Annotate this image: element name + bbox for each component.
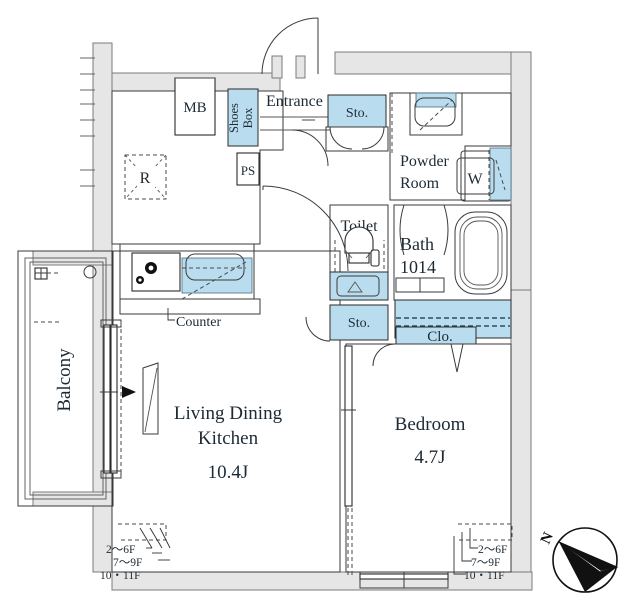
closet-label: Clo. <box>427 329 452 345</box>
closet-door-fold-icon <box>450 343 464 373</box>
washing-machine-icon: W <box>456 147 512 202</box>
toilet-room: Toilet <box>329 204 389 301</box>
bath-label: Bath <box>400 234 434 254</box>
meter-box <box>174 77 216 136</box>
stove-burner-icon <box>136 262 157 284</box>
corridor-hatching <box>80 57 95 187</box>
meter-box-label: MB <box>183 100 206 116</box>
ldk-label-line2: Kitchen <box>198 428 259 449</box>
bath-room: Bath 1014 <box>393 204 512 301</box>
bedroom-label: Bedroom <box>395 414 466 435</box>
sliding-door-arrow-icon <box>122 386 136 398</box>
shoes-box-label-line1: Shoes <box>227 103 241 133</box>
storage-door-swing-right-icon <box>361 126 385 150</box>
floor-variant-left-3: 10・11F <box>100 570 140 582</box>
refrigerator-space: R <box>124 154 167 200</box>
entrance-label: Entrance <box>266 93 323 110</box>
shoes-box-label-line2: Box <box>241 107 255 129</box>
bedroom-window <box>359 571 449 589</box>
pipe-shaft-label: PS <box>241 163 255 178</box>
floor-variant-left-1: 2～6F <box>106 544 135 556</box>
hall-door-swing-icon <box>291 129 329 167</box>
balcony-faucet-icon <box>34 267 48 280</box>
stove-icon <box>131 252 181 292</box>
powder-room: Powder Room W <box>389 92 512 202</box>
refrigerator-label: R <box>140 170 151 187</box>
compass-rose-icon: N <box>538 527 619 593</box>
ldk-label-line1: Living Dining <box>174 403 283 424</box>
bath-door-panel-right-icon <box>443 204 449 256</box>
entrance-hall: MB Shoes Box PS Entrance <box>111 17 349 272</box>
storage-top-label: Sto. <box>346 106 368 121</box>
ldk-area-label: 10.4J <box>208 462 249 483</box>
floor-variant-left-2: 7～9F <box>113 557 142 569</box>
storage-top-box <box>327 94 387 128</box>
counter-label: Counter <box>176 315 221 330</box>
floor-variant-right: 2～6F 7～9F 10・11F <box>453 523 513 582</box>
storage-top: Sto. <box>325 94 389 152</box>
floor-variant-right-3: 10・11F <box>464 570 504 582</box>
balcony-sliding-door[interactable] <box>100 319 159 479</box>
pipe-shaft <box>236 152 260 186</box>
bedroom-room: Bedroom 4.7J <box>341 343 512 578</box>
storage-mid-label: Sto. <box>348 316 370 331</box>
storage-mid-swing-icon <box>305 316 331 342</box>
washer-label: W <box>467 171 483 188</box>
balcony-area: Balcony <box>17 250 114 507</box>
storage-door-swing-left-icon <box>329 126 353 150</box>
ldk-door-swing-icon <box>262 185 349 272</box>
front-door-swing-icon <box>261 17 319 75</box>
vanity-sink-icon <box>409 92 463 136</box>
storage-closet-row: Sto. Clo. <box>305 299 512 373</box>
room-label-balcony: Balcony <box>54 348 75 412</box>
bedroom-area-label: 4.7J <box>414 447 445 468</box>
powder-room-label-line2: Room <box>400 175 440 192</box>
bath-door-panel-left-icon <box>399 204 405 256</box>
balcony-drain-icon <box>83 265 97 279</box>
kitchen-counter: Counter <box>119 243 261 330</box>
sliding-partition-icon <box>341 345 356 578</box>
bath-size-label: 1014 <box>400 257 436 277</box>
shoes-box <box>227 88 259 147</box>
ldk-labels: Living Dining Kitchen 10.4J <box>174 403 283 483</box>
bathtub-icon <box>454 211 508 295</box>
floor-variant-left: 2～6F 7～9F 10・11F <box>100 523 171 582</box>
powder-room-label-line1: Powder <box>400 153 450 170</box>
floor-variant-right-2: 7～9F <box>471 557 500 569</box>
floor-variant-right-1: 2～6F <box>478 544 507 556</box>
kitchen-sink-icon <box>181 257 253 294</box>
storage-mid-box <box>329 304 389 341</box>
